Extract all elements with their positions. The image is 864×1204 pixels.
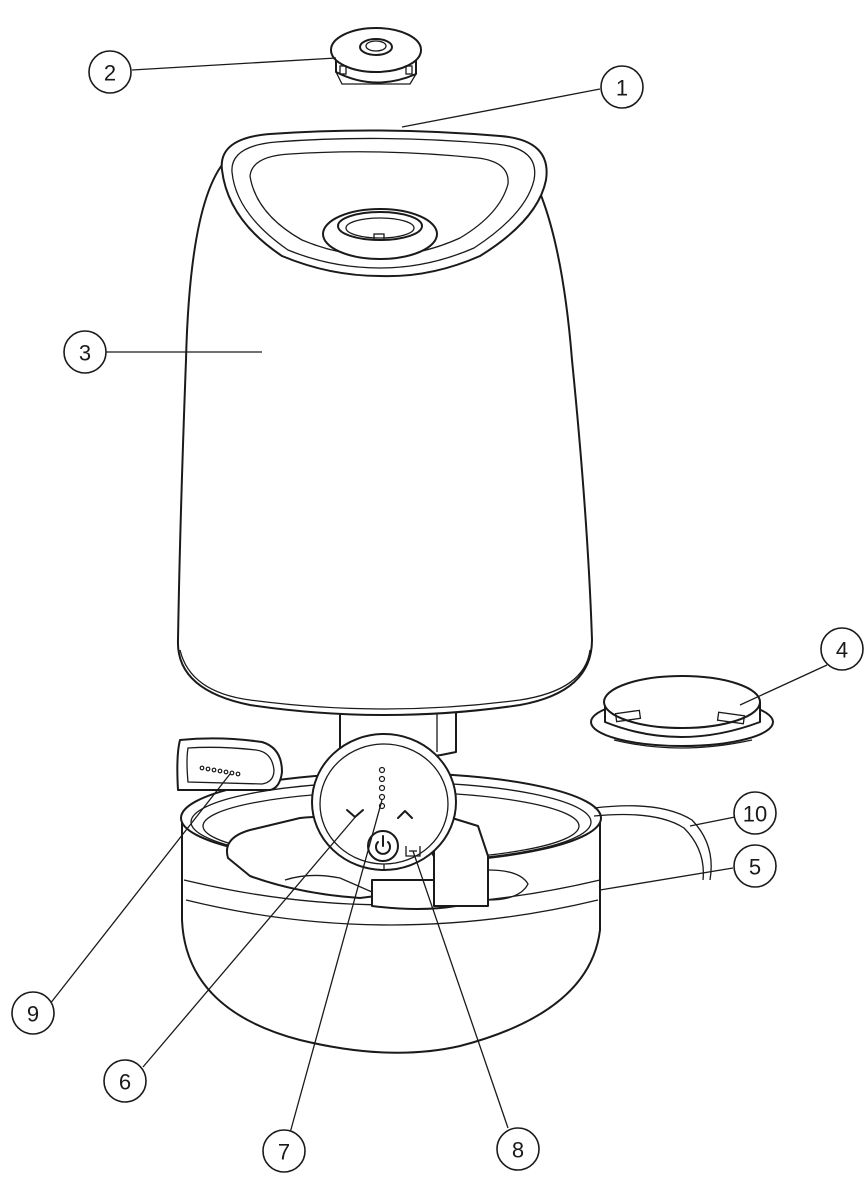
callout-8: 8	[497, 1128, 539, 1170]
callout-7-label: 7	[278, 1140, 290, 1165]
callout-2: 2	[89, 51, 131, 93]
callout-5-label: 5	[749, 855, 761, 880]
part-4-cartridge	[591, 676, 773, 748]
callout-7: 7	[263, 1130, 305, 1172]
callout-5: 5	[734, 845, 776, 887]
callout-6: 6	[104, 1060, 146, 1102]
callout-8-label: 8	[512, 1138, 524, 1163]
part-5-base	[177, 734, 601, 1053]
callout-9: 9	[12, 992, 54, 1034]
callout-3-label: 3	[79, 341, 91, 366]
callout-4-label: 4	[836, 638, 848, 663]
part-3-tank	[178, 130, 592, 759]
callout-10-label: 10	[743, 802, 767, 827]
part-10-cord	[594, 806, 711, 880]
callout-3: 3	[64, 331, 106, 373]
callout-2-label: 2	[104, 61, 116, 86]
callout-6-label: 6	[119, 1070, 131, 1095]
control-panel	[312, 734, 456, 870]
callout-9-label: 9	[27, 1002, 39, 1027]
callout-4: 4	[821, 628, 863, 670]
callout-1: 1	[601, 66, 643, 108]
part-2-cap	[331, 28, 421, 84]
callout-10: 10	[734, 792, 776, 834]
callout-1-label: 1	[616, 76, 628, 101]
